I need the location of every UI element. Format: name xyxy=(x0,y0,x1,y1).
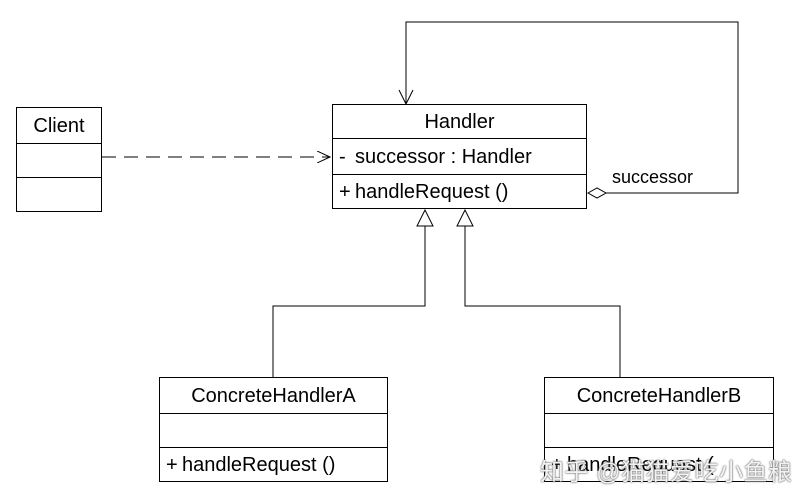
handler-operation: handleRequest () xyxy=(355,180,509,203)
handler-attribute: successor : Handler xyxy=(355,145,532,168)
class-client-attributes-compartment xyxy=(17,144,101,178)
class-client-name-compartment: Client xyxy=(17,108,101,144)
operation-visibility: + xyxy=(551,453,563,476)
class-concrete-a-attributes-compartment xyxy=(160,414,387,448)
attribute-visibility: - xyxy=(339,145,346,168)
successor-association xyxy=(405,21,739,194)
operation-visibility: + xyxy=(339,180,351,203)
class-concrete-a-operations-compartment: + handleRequest () xyxy=(160,448,387,481)
class-concrete-handler-a: ConcreteHandlerA + handleRequest () xyxy=(159,377,388,482)
class-concrete-a-name-compartment: ConcreteHandlerA xyxy=(160,378,387,414)
inheritance-triangle-b xyxy=(456,208,474,227)
class-concrete-b-name-compartment: ConcreteHandlerB xyxy=(545,378,773,414)
aggregation-diamond xyxy=(586,187,608,199)
operation-visibility: + xyxy=(166,453,178,476)
class-concrete-handler-b: ConcreteHandlerB + handleRequest ( xyxy=(544,377,774,482)
class-handler-operations-compartment: + handleRequest () xyxy=(333,175,586,208)
generalization-b xyxy=(464,226,621,377)
class-concrete-b-name: ConcreteHandlerB xyxy=(576,384,742,407)
class-client: Client xyxy=(16,107,102,212)
concrete-a-operation: handleRequest () xyxy=(182,453,336,476)
class-concrete-b-attributes-compartment xyxy=(545,414,773,448)
concrete-b-operation: handleRequest ( xyxy=(567,453,714,476)
class-client-name: Client xyxy=(33,114,85,137)
class-concrete-b-operations-compartment: + handleRequest ( xyxy=(545,448,773,481)
class-concrete-a-name: ConcreteHandlerA xyxy=(191,384,356,407)
generalization-a xyxy=(272,226,426,377)
inheritance-triangle-a xyxy=(416,208,434,227)
class-handler-name-compartment: Handler xyxy=(333,105,586,139)
class-handler-name: Handler xyxy=(424,110,495,133)
successor-role-label: successor xyxy=(612,167,694,187)
class-handler-attributes-compartment: - successor : Handler xyxy=(333,139,586,175)
class-client-operations-compartment xyxy=(17,178,101,211)
watermark: 知乎 @猫猫爱吃小鱼粮 xyxy=(540,459,793,486)
class-handler: Handler - successor : Handler + handleRe… xyxy=(332,104,587,209)
